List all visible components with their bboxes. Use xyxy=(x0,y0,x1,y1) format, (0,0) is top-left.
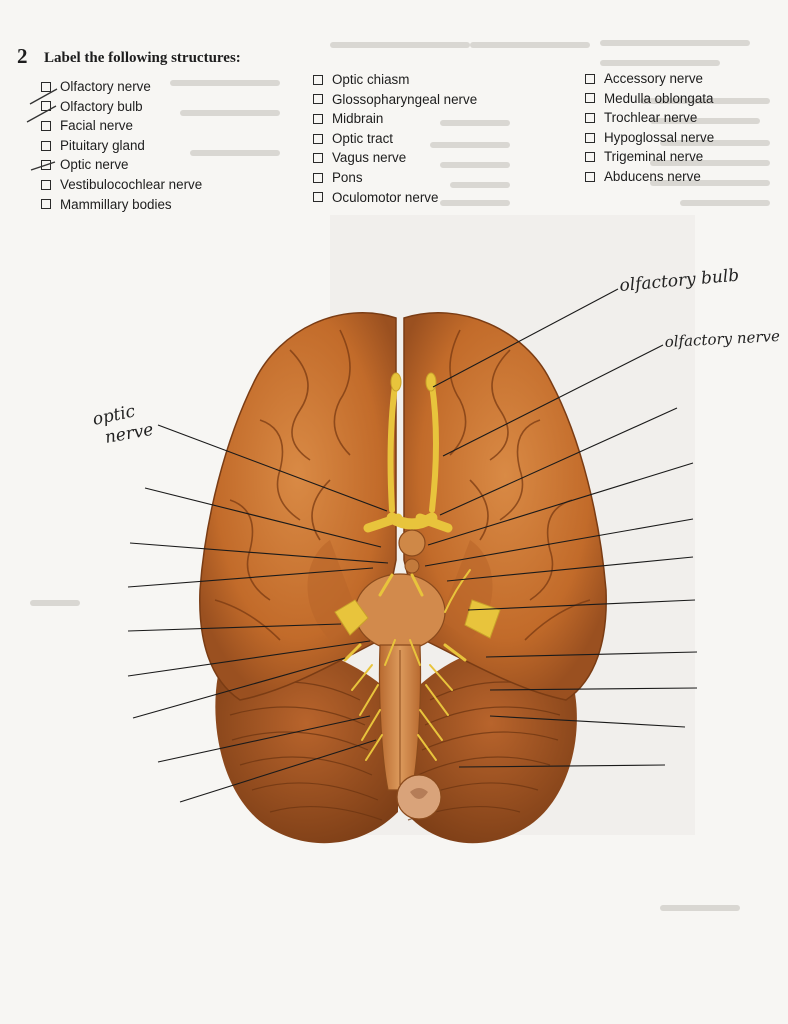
list-item-label: Optic tract xyxy=(332,130,394,146)
leader-lines xyxy=(127,288,698,803)
trigeminal-nerve-left xyxy=(334,599,369,636)
handwritten-label-olfactory-bulb: olfactory bulb xyxy=(619,266,740,296)
list-item: Optic nerve xyxy=(41,155,202,175)
checkbox[interactable] xyxy=(41,120,51,131)
list-item-label: Pons xyxy=(332,169,363,185)
list-item: Abducens nerve xyxy=(585,167,714,187)
checkbox[interactable] xyxy=(313,153,323,164)
question-number: 2 xyxy=(17,44,28,68)
pituitary-gland xyxy=(398,529,426,557)
list-item-label: Olfactory bulb xyxy=(60,98,143,114)
list-item: Pons xyxy=(313,168,477,188)
list-item-label: Optic chiasm xyxy=(332,72,410,87)
list-item-label: Midbrain xyxy=(332,111,384,127)
list-item-label: Medulla oblongata xyxy=(604,90,714,106)
list-item: Vagus nerve xyxy=(313,148,477,168)
checkbox[interactable] xyxy=(585,132,595,143)
checkbox[interactable] xyxy=(313,94,323,105)
vestibulocochlear-nerve xyxy=(443,643,467,662)
list-item: Hypoglossal nerve xyxy=(585,128,714,148)
list-item-label: Optic nerve xyxy=(60,157,129,173)
structure-list-column-1: Olfactory nerve Olfactory bulb Facial ne… xyxy=(41,77,202,214)
structure-list-column-3: Accessory nerve Medulla oblongata Trochl… xyxy=(585,69,714,187)
checkbox[interactable] xyxy=(313,192,323,203)
checkbox[interactable] xyxy=(41,140,51,151)
cerebrum xyxy=(199,312,607,701)
list-item: Oculomotor nerve xyxy=(313,188,477,208)
checkbox[interactable] xyxy=(585,152,595,163)
list-item-label: Pituitary gland xyxy=(60,137,145,153)
checkbox[interactable] xyxy=(41,199,51,210)
olfactory-tract-left xyxy=(387,382,398,513)
list-item: Midbrain xyxy=(313,109,477,129)
structure-list-column-2: Optic chiasm Glossopharyngeal nerve Midb… xyxy=(313,70,477,207)
checkbox[interactable] xyxy=(313,74,323,85)
checkbox[interactable] xyxy=(585,171,595,182)
list-item: Trigeminal nerve xyxy=(585,147,714,167)
abducens-nerve-right xyxy=(409,639,421,666)
list-item: Mammillary bodies xyxy=(41,195,202,215)
check-marks xyxy=(26,88,58,171)
oculomotor-nerve-right xyxy=(410,573,424,597)
list-item-label: Accessory nerve xyxy=(604,71,703,86)
checkbox[interactable] xyxy=(585,93,595,104)
checkbox[interactable] xyxy=(585,73,595,84)
checkbox[interactable] xyxy=(41,160,51,171)
checkbox[interactable] xyxy=(313,133,323,144)
olfactory-tract-right xyxy=(429,382,439,513)
list-item-label: Glossopharyngeal nerve xyxy=(332,91,478,107)
checkbox[interactable] xyxy=(585,112,595,123)
question-title: Label the following structures: xyxy=(44,50,241,66)
list-item: Optic tract xyxy=(313,129,477,149)
pons xyxy=(354,573,446,651)
list-item: Glossopharyngeal nerve xyxy=(313,90,477,110)
list-item-label: Oculomotor nerve xyxy=(332,189,439,205)
cranial-nerves xyxy=(343,382,471,761)
list-item-label: Hypoglossal nerve xyxy=(604,129,715,145)
list-item: Optic chiasm xyxy=(313,70,477,90)
list-item: Medulla oblongata xyxy=(585,89,714,109)
list-item-label: Facial nerve xyxy=(60,118,133,134)
olfactory-bulb-left xyxy=(390,372,402,392)
checkbox[interactable] xyxy=(41,81,51,92)
list-item-label: Mammillary bodies xyxy=(60,196,172,212)
olfactory-bulb-right xyxy=(425,372,437,392)
checkbox[interactable] xyxy=(41,179,51,190)
list-item-label: Trigeminal nerve xyxy=(604,149,704,165)
mammillary-bodies xyxy=(404,558,420,574)
list-item: Accessory nerve xyxy=(585,69,714,89)
list-item-label: Vestibulocochlear nerve xyxy=(60,176,203,192)
list-item-label: Vagus nerve xyxy=(332,150,407,166)
list-item: Pituitary gland xyxy=(41,136,202,156)
checkbox[interactable] xyxy=(313,113,323,124)
list-item: Olfactory nerve xyxy=(41,77,202,97)
oculomotor-nerve-left xyxy=(378,573,394,597)
abducens-nerve-left xyxy=(384,639,396,666)
checkbox[interactable] xyxy=(313,172,323,183)
list-item: Trochlear nerve xyxy=(585,108,714,128)
list-item: Vestibulocochlear nerve xyxy=(41,175,202,195)
list-item-label: Trochlear nerve xyxy=(604,110,698,126)
list-item: Facial nerve xyxy=(41,116,202,136)
list-item-label: Olfactory nerve xyxy=(60,79,151,94)
optic-chiasm xyxy=(386,512,438,530)
pituitary-and-mammillary xyxy=(398,529,426,574)
list-item-label: Abducens nerve xyxy=(604,168,701,184)
facial-nerve xyxy=(343,643,362,662)
trochlear-nerve xyxy=(444,569,471,613)
handwritten-label-olfactory-nerve: olfactory nerve xyxy=(664,327,780,351)
